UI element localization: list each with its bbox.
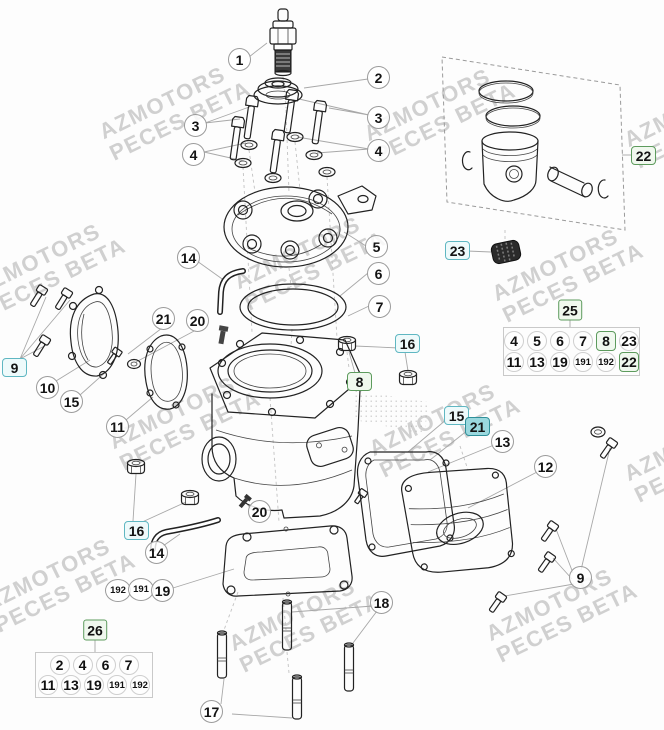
kit-item-4: 4 — [71, 655, 94, 675]
callout-18: 18 — [369, 590, 394, 615]
reed-cover-drawing — [67, 285, 119, 380]
kit-item-192: 192 — [595, 352, 617, 372]
piston-kit-box — [441, 56, 626, 231]
kit-item-191: 191 — [572, 352, 594, 372]
kit-item-11: 11 — [503, 352, 525, 372]
axis-lines — [223, 76, 506, 674]
needle-bearing-drawing — [490, 239, 522, 265]
callout-8: 8 — [347, 372, 372, 391]
kit-box-label-26: 26 — [83, 619, 107, 641]
callout-3-right: 3 — [366, 105, 391, 130]
head-oring-drawing — [239, 283, 347, 331]
head-bolts-drawing — [229, 88, 336, 184]
kit-item-19: 19 — [83, 675, 105, 695]
callout-15-right: 15 — [444, 406, 469, 425]
leader-lines — [19, 42, 633, 719]
callout-22: 22 — [631, 146, 656, 165]
piston-drawing — [481, 131, 539, 202]
cover-screw-drawing — [107, 346, 142, 370]
piston-rings-drawing — [478, 80, 541, 129]
callout-9-left: 9 — [2, 358, 27, 377]
vent-fitting-drawing — [218, 325, 229, 345]
callout-16-left: 16 — [124, 521, 149, 540]
callout-10: 10 — [35, 375, 60, 400]
kit-item-2: 2 — [48, 655, 71, 675]
callout-9-right: 9 — [568, 565, 593, 590]
circlips-drawing — [461, 151, 609, 199]
cover-bolts-right-drawing — [354, 426, 619, 613]
callout-21-right: 21 — [465, 417, 490, 436]
base-gasket-drawing — [222, 525, 353, 597]
callout-16-right: 16 — [395, 334, 420, 353]
callout-23: 23 — [445, 241, 470, 260]
kit-box-label-25: 25 — [558, 299, 582, 321]
spark-plug-drawing — [269, 8, 297, 77]
callout-5: 5 — [364, 234, 389, 259]
reed-gasket-drawing — [144, 334, 188, 410]
kit-item-7: 7 — [117, 655, 140, 675]
kit-item-192: 192 — [129, 675, 151, 695]
clutch-cover-drawing — [401, 467, 515, 573]
breather-pipe-drawing — [217, 268, 246, 315]
kit-item-7: 7 — [572, 331, 594, 351]
kit-item-6: 6 — [549, 331, 571, 351]
callout-17: 17 — [199, 699, 224, 724]
callout-7: 7 — [367, 294, 392, 319]
cover-bolts-left-drawing — [30, 284, 74, 358]
callout-14-bottom: 14 — [144, 540, 169, 565]
kit-item-4: 4 — [503, 331, 525, 351]
kit-item-13: 13 — [60, 675, 82, 695]
callout-20-left: 20 — [185, 308, 210, 333]
callout-4-right: 4 — [366, 138, 391, 163]
callout-2: 2 — [366, 65, 391, 90]
callout-21-left: 21 — [151, 306, 176, 331]
kit-item-191: 191 — [106, 675, 128, 695]
kit-item-13: 13 — [526, 352, 548, 372]
studs-drawing — [216, 599, 355, 720]
kit-item-22: 22 — [619, 352, 639, 372]
kit-item-6: 6 — [94, 655, 117, 675]
kit-item-11: 11 — [37, 675, 59, 695]
plug-seal-drawing — [253, 77, 303, 105]
wrist-pin-drawing — [547, 166, 593, 198]
kit-item-23: 23 — [619, 331, 639, 351]
clutch-gasket-drawing — [356, 451, 455, 557]
callout-12: 12 — [533, 454, 558, 479]
kit-item-5: 5 — [526, 331, 548, 351]
callout-4-left: 4 — [181, 142, 206, 167]
bleed-screw-drawing — [238, 493, 252, 509]
callout-19: 19 — [150, 578, 175, 603]
head-washers-drawing — [234, 131, 336, 184]
kit-item-8: 8 — [596, 331, 616, 351]
kit-item-19: 19 — [549, 352, 571, 372]
cylinder-head-drawing — [223, 185, 377, 268]
